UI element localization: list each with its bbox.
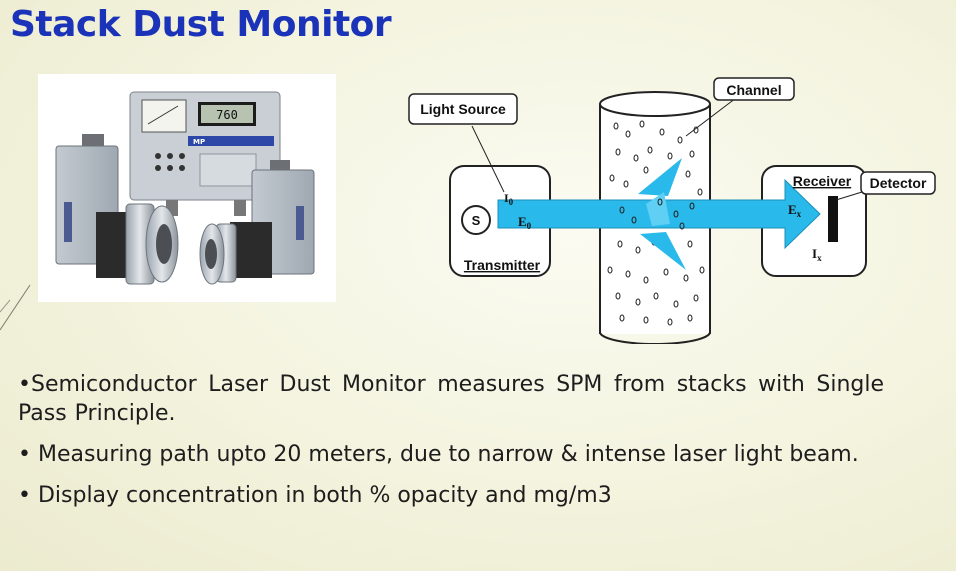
detector-callout: [860, 171, 936, 195]
bullet-list: •Semiconductor Laser Dust Monitor measur…: [18, 370, 884, 522]
laser-beam: [497, 158, 821, 270]
ex-symbol: Ex: [788, 202, 802, 219]
panel-brand-label: MP: [193, 138, 205, 146]
panel-display-reading: 760: [216, 108, 238, 122]
source-symbol-label: S: [472, 213, 481, 228]
receiver-label: Receiver: [793, 173, 852, 189]
ix-symbol: Ix: [812, 246, 822, 263]
light-source-leader: [471, 125, 505, 193]
control-panel: 760 MP: [129, 91, 281, 216]
light-source-label: Light Source: [420, 101, 506, 117]
channel-callout: [713, 77, 795, 101]
detector-label: Detector: [870, 175, 927, 191]
bullet-item: • Measuring path upto 20 meters, due to …: [18, 442, 859, 467]
slide-title: Stack Dust Monitor: [10, 4, 392, 45]
light-source-callout: [408, 93, 518, 125]
channel-label: Channel: [726, 82, 781, 98]
detector-bar: [828, 196, 838, 242]
light-source-symbol: [461, 205, 491, 235]
equipment-photo: 760 MP: [38, 74, 336, 302]
bullet-item: • Display concentration in both % opacit…: [18, 483, 612, 508]
channel-leader: [685, 97, 737, 137]
right-sensor-unit: [199, 160, 315, 285]
dust-monitor-diagram: S I0 E0 Ex Ix Light Source Channel Detec…: [408, 77, 936, 344]
e0-symbol: E0: [518, 214, 532, 231]
left-sensor-unit: [55, 134, 179, 285]
i0-symbol: I0: [504, 191, 514, 207]
bullet-item: •Semiconductor Laser Dust Monitor measur…: [18, 372, 884, 426]
detector-leader: [835, 191, 863, 201]
transmitter-label: Transmitter: [464, 257, 541, 273]
